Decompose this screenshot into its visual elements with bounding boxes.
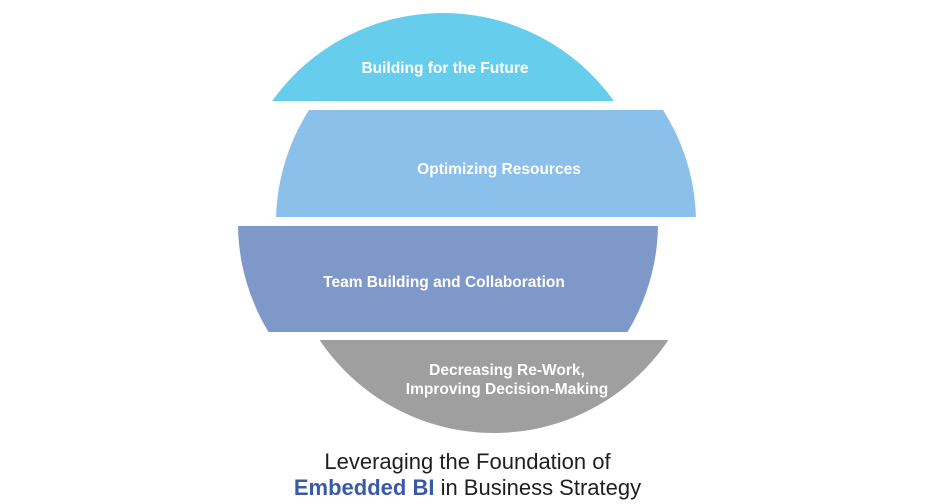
band-4-shape	[319, 340, 669, 434]
caption-line-1-text: Leveraging the Foundation of	[324, 449, 611, 474]
band-3-shape	[238, 226, 658, 332]
band-2-shape	[276, 110, 696, 217]
band-2: Optimizing Resources	[276, 110, 696, 217]
band-4: Decreasing Re-Work, Improving Decision-Ma…	[319, 340, 669, 434]
band-4-label-line-1: Decreasing Re-Work,	[429, 362, 585, 379]
band-1-label: Building for the Future	[361, 60, 528, 77]
caption-rest: in Business Strategy	[434, 475, 642, 500]
caption-line-2: Embedded BI in Business Strategy	[0, 475, 935, 501]
band-1-shape	[272, 12, 614, 101]
band-4-label-line-2: Improving Decision-Making	[406, 381, 608, 398]
band-2-label: Optimizing Resources	[417, 161, 581, 178]
caption-line-1: Leveraging the Foundation of	[0, 449, 935, 475]
band-1: Building for the Future	[272, 12, 614, 101]
band-3: Team Building and Collaboration	[238, 226, 658, 332]
band-3-label: Team Building and Collaboration	[323, 274, 565, 291]
caption-emphasis: Embedded BI	[293, 475, 435, 500]
